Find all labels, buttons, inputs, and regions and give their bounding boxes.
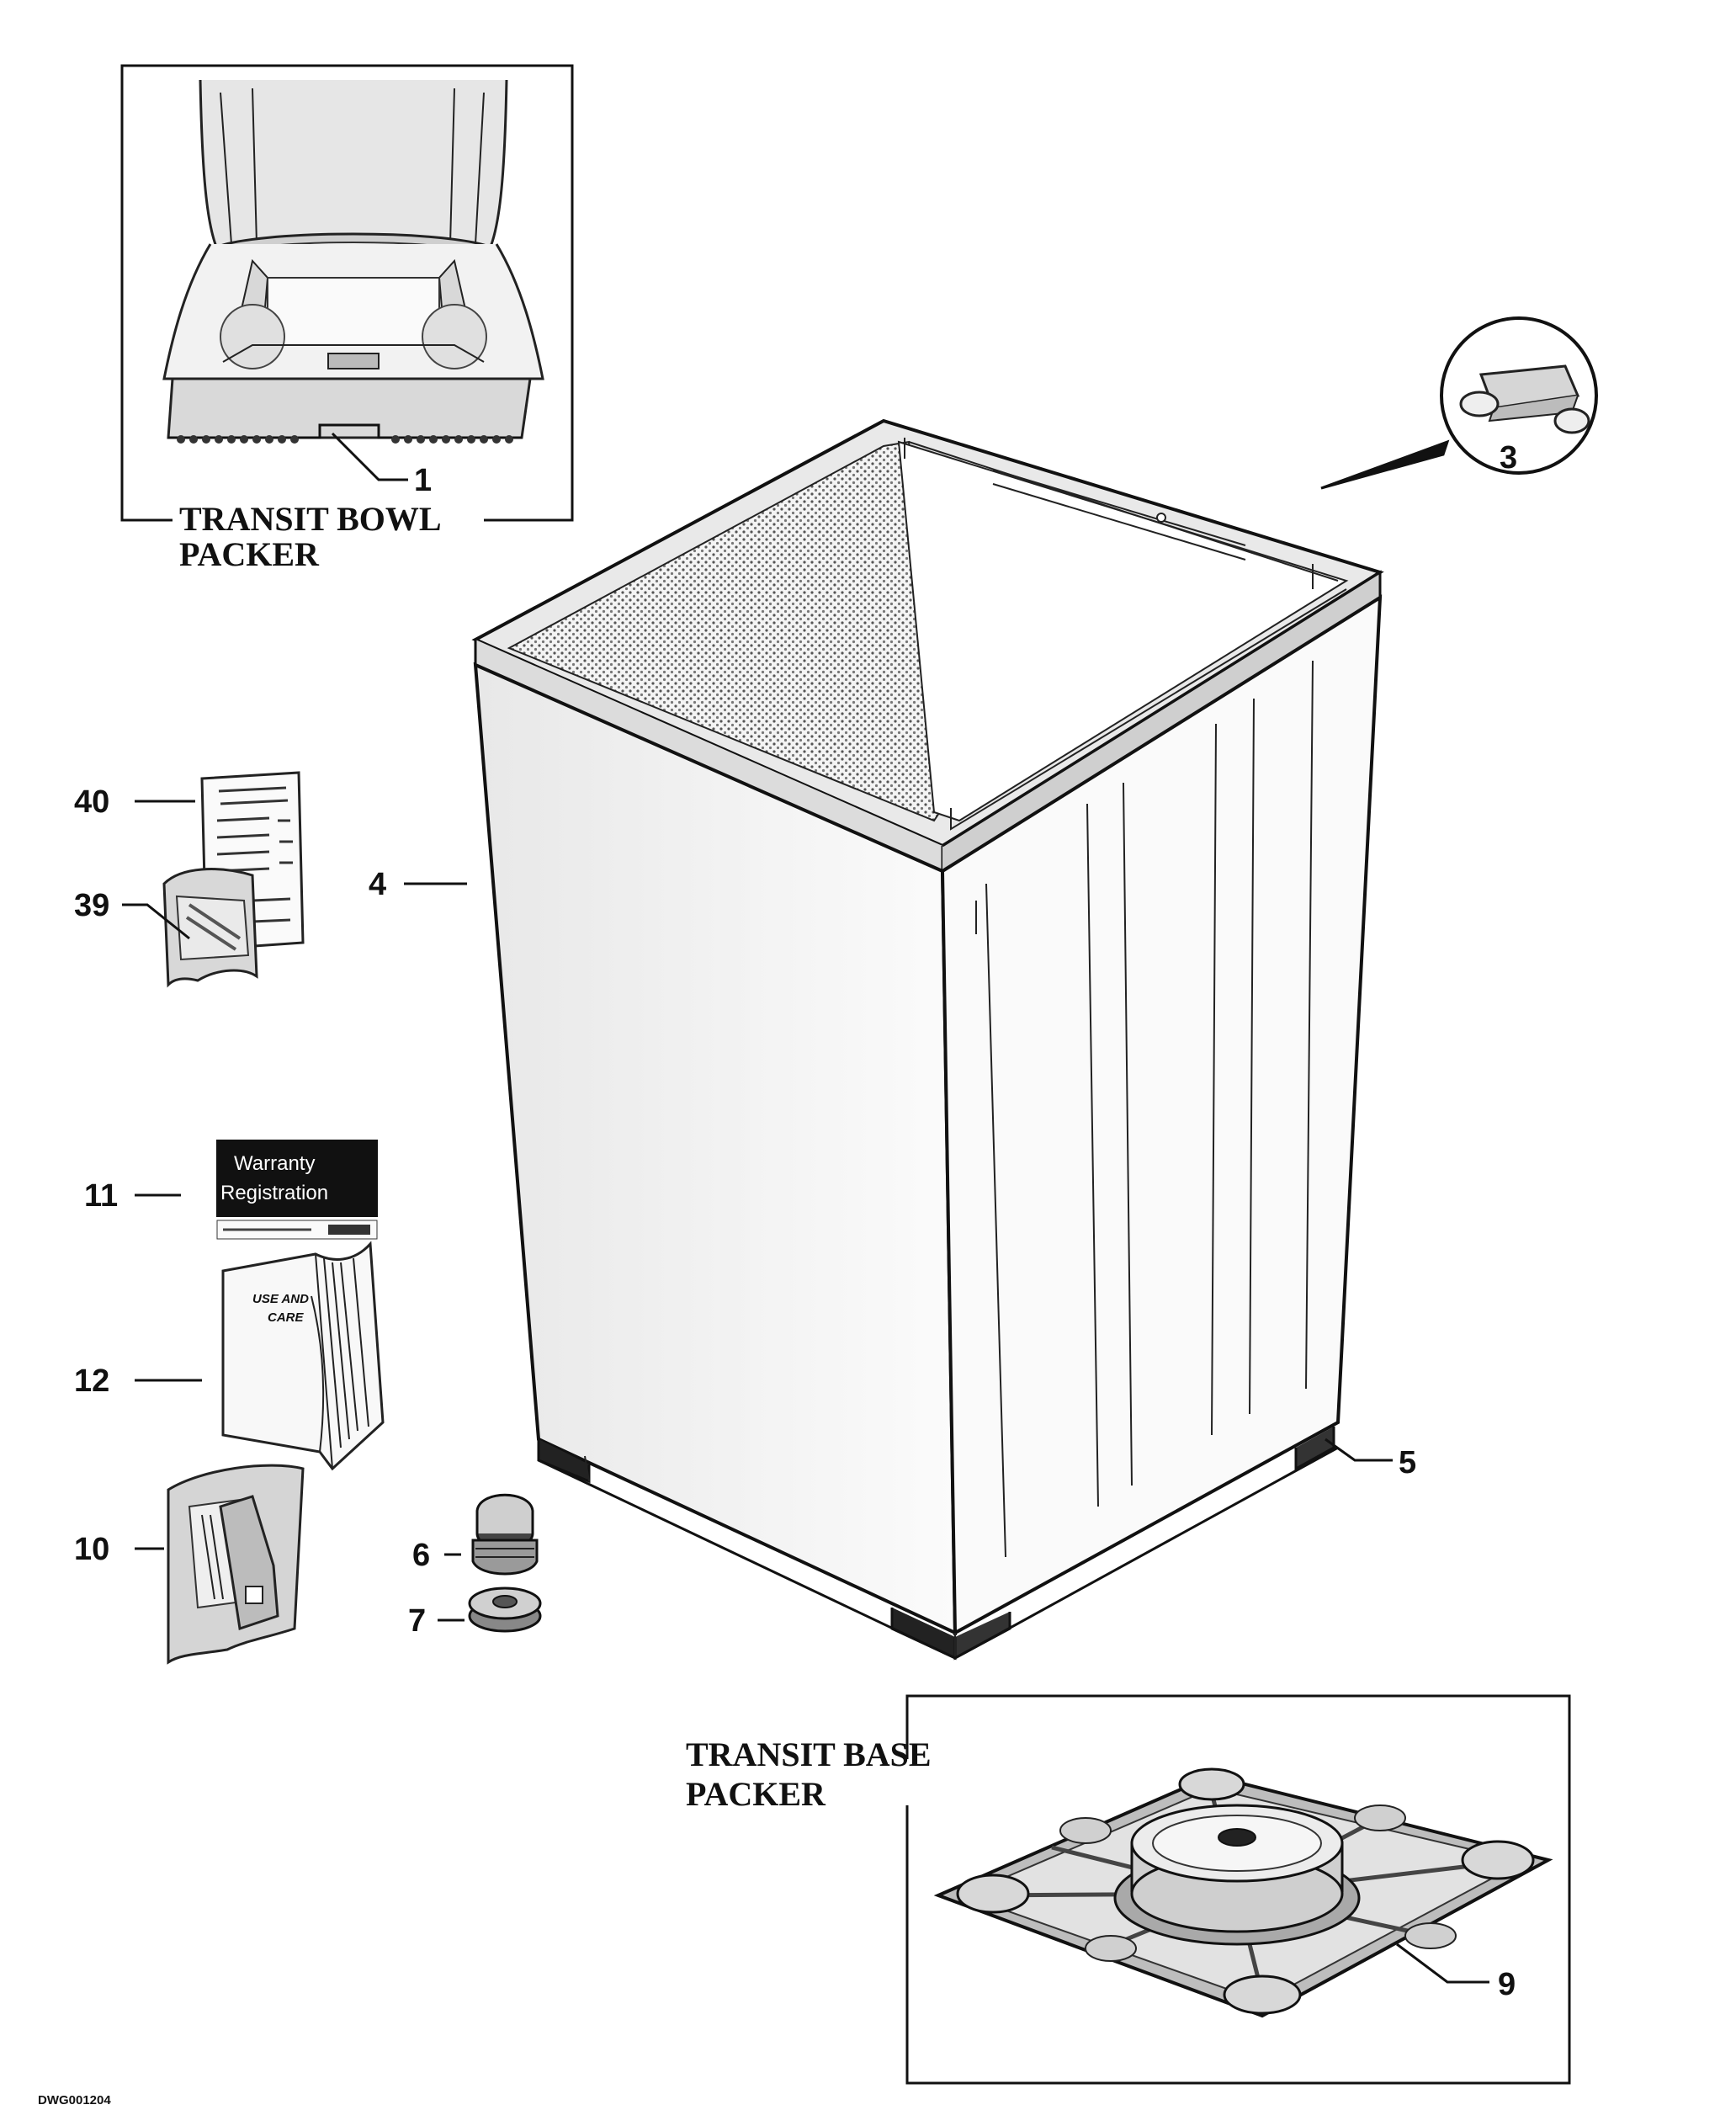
packer-ribs [177,435,513,444]
transit-base-packer-inset: TRANSIT BASE PACKER [686,1694,1571,2085]
callout-5: 5 [1399,1445,1416,1480]
callout-3: 3 [1500,440,1517,476]
callout-6: 6 [412,1538,430,1573]
transit-bowl-packer-inset: 1 TRANSIT BOWL PACKER [120,64,574,573]
part-11-warranty-card: Warranty Registration 11 [84,1140,378,1240]
part-7-washer: 7 [408,1587,542,1639]
callout-39: 39 [74,888,109,923]
callout-9: 9 [1498,1967,1516,2002]
caption-transit-bowl-packer: PACKER [179,535,320,573]
caption-transit-base-packer: PACKER [686,1775,826,1813]
callout-7: 7 [408,1603,426,1639]
manual-line-2: CARE [268,1310,304,1325]
part-10-literature-pack: 10 [74,1464,305,1665]
part-39-parts-bag: 39 [74,868,258,988]
caption-transit-base: TRANSIT BASE [686,1735,932,1773]
callout-1: 1 [414,463,432,498]
warranty-line-2: Registration [220,1182,328,1204]
callout-4: 4 [369,867,386,902]
part-6-plug: 6 [412,1493,539,1576]
manual-line-1: USE AND [252,1292,309,1306]
part-3-hinge-clip: 3 [1320,316,1598,490]
callout-11: 11 [84,1178,118,1214]
caption-transit-bowl: TRANSIT BOWL [179,500,442,538]
drawing-code: DWG001204 [38,2093,111,2107]
warranty-line-1: Warranty [234,1152,315,1175]
callout-40: 40 [74,784,109,820]
cabinet-part-4: 4 5 [369,418,1416,1661]
callout-12: 12 [74,1363,109,1399]
callout-10: 10 [74,1532,109,1567]
part-12-use-and-care-manual: USE AND CARE 12 [74,1241,385,1471]
